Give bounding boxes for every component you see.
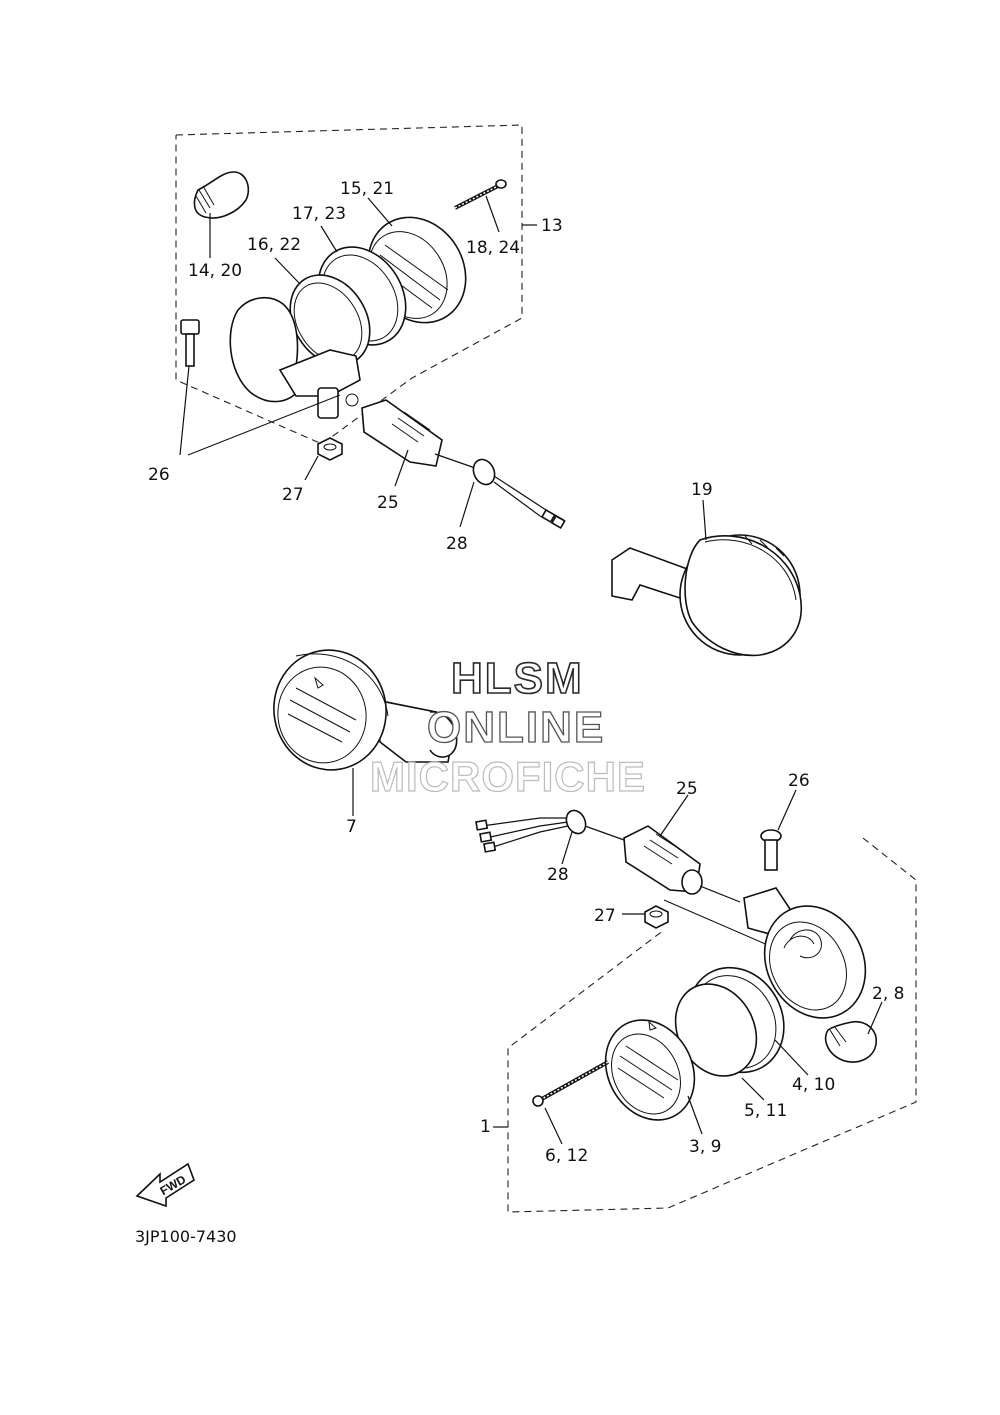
callout-14-20: 14, 20 <box>188 261 242 281</box>
assembly-19: 19 <box>611 480 802 657</box>
callout-13: 13 <box>541 216 563 236</box>
callout-26-bottom: 26 <box>788 771 810 791</box>
wires-top <box>493 475 565 521</box>
callout-5-11: 5, 11 <box>744 1101 787 1121</box>
fwd-arrow: FWD <box>135 1162 195 1208</box>
assembly-boundary-top <box>175 124 523 445</box>
assembly-13-top: 13 14, 20 15, 21 17, 23 16, 22 18, 24 26… <box>148 124 566 554</box>
socket-bottom <box>623 825 741 903</box>
assembly-1-bottom: 25 26 28 27 2, 8 4, 10 5, 11 1 6, 12 3, … <box>475 771 917 1213</box>
socket-top <box>361 399 479 470</box>
watermark-line-3: MICROFICHE <box>370 753 646 800</box>
callout-27-bottom: 27 <box>594 906 616 926</box>
housing-top <box>229 297 361 419</box>
diagram-code: 3JP100-7430 <box>135 1227 237 1246</box>
callout-26-top: 26 <box>148 465 170 485</box>
housing-bottom <box>743 887 867 1019</box>
assembly-7: 7 <box>273 649 458 837</box>
grommet-top <box>472 458 496 486</box>
callout-16-22: 16, 22 <box>247 235 301 255</box>
nut-top <box>317 437 343 461</box>
callout-7: 7 <box>346 817 357 837</box>
callout-3-9: 3, 9 <box>689 1137 721 1157</box>
callout-28-bottom: 28 <box>547 865 569 885</box>
bolt-bottom <box>760 829 782 871</box>
watermark: HLSM ONLINE MICROFICHE <box>369 653 646 800</box>
bolt-top <box>180 319 200 367</box>
callout-27-top: 27 <box>282 485 304 505</box>
bulb-top <box>193 171 250 219</box>
screw-bottom <box>532 1060 609 1107</box>
wires-bottom <box>481 817 568 827</box>
callout-25-top: 25 <box>377 493 399 513</box>
watermark-line-1: HLSM <box>451 654 584 703</box>
callout-2-8: 2, 8 <box>872 984 904 1004</box>
callout-1: 1 <box>480 1117 491 1137</box>
callout-6-12: 6, 12 <box>545 1146 588 1166</box>
watermark-line-2: ONLINE <box>427 703 605 752</box>
nut-bottom <box>644 905 669 929</box>
callout-19: 19 <box>691 480 713 500</box>
callout-28-top: 28 <box>446 534 468 554</box>
callout-4-10: 4, 10 <box>792 1075 835 1095</box>
callout-17-23: 17, 23 <box>292 204 346 224</box>
screw-top <box>454 179 507 210</box>
lens-bottom <box>604 1019 696 1121</box>
callout-25-bottom: 25 <box>676 779 698 799</box>
grommet-bottom <box>565 809 587 835</box>
bulb-bottom <box>824 1020 877 1063</box>
callout-15-21: 15, 21 <box>340 179 394 199</box>
callout-18-24: 18, 24 <box>466 238 520 258</box>
